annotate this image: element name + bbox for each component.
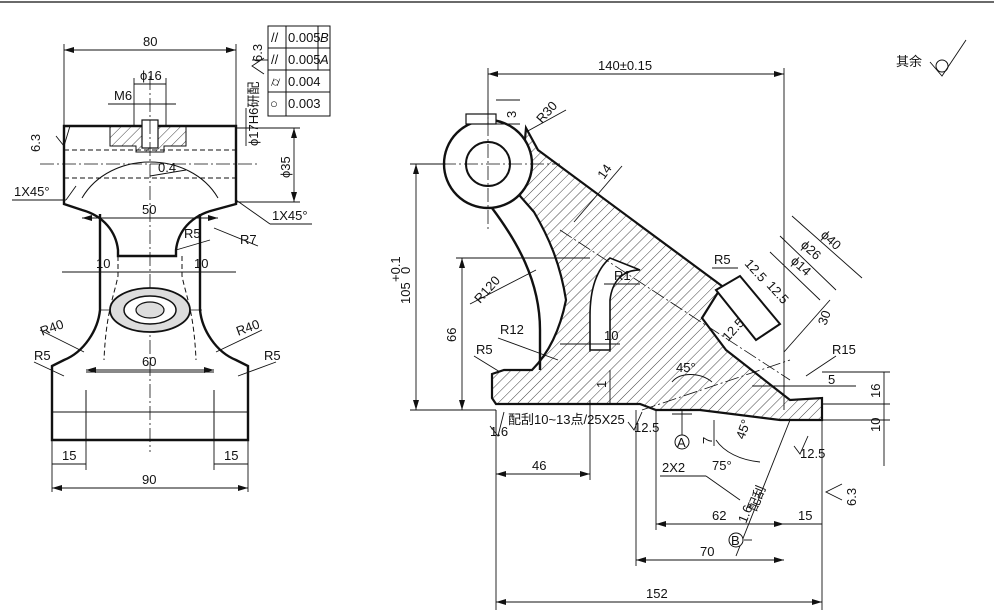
- tol-row2-symbol: //: [271, 52, 279, 67]
- front-dim-15-right: 15: [224, 448, 238, 463]
- side-roughness-16-a: 1.6: [490, 424, 508, 439]
- side-datum-a: A: [677, 435, 686, 450]
- side-roughness-125-a: 12.5: [742, 256, 770, 285]
- roughness-symbol-other: [929, 39, 967, 77]
- side-dim-16: 16: [868, 384, 883, 398]
- side-dim-10: 10: [604, 328, 618, 343]
- front-dim-80: 80: [143, 34, 157, 49]
- side-note-scrape: 配刮10~13点/25X25: [508, 412, 625, 427]
- side-roughness-125-b: 12.5: [764, 278, 792, 307]
- side-boss-end: [714, 274, 782, 342]
- side-other-surfaces: 其余: [896, 54, 922, 69]
- side-angle-75: 75°: [712, 458, 732, 473]
- tol-row3-value: 0.004: [288, 74, 321, 89]
- side-dim-14: 14: [594, 161, 615, 181]
- side-datum-b: B: [731, 533, 740, 548]
- front-chamfer-left: 1X45°: [14, 184, 50, 199]
- side-dim-105-tol-lower: 0: [398, 267, 413, 274]
- front-dim-10-left: 10: [96, 256, 110, 271]
- side-chamfer-2x2: 2X2: [662, 460, 685, 475]
- side-roughness-125-d: 12.5: [634, 420, 659, 435]
- front-head-outline: [62, 124, 238, 258]
- side-dim-5: 5: [828, 372, 835, 387]
- tol-row4-value: 0.003: [288, 96, 321, 111]
- side-radius-r30: R30: [533, 98, 560, 126]
- side-dim-140: 140±0.15: [598, 58, 652, 73]
- tol-row1-symbol: //: [271, 30, 279, 45]
- front-dim-m6: M6: [114, 88, 132, 103]
- side-eye-key: [465, 113, 497, 125]
- side-section-body: [490, 124, 824, 422]
- side-angle-45-b: 45°: [733, 417, 754, 441]
- front-radius-r7: R7: [240, 232, 257, 247]
- side-roughness-16-b: 1.6: [735, 503, 756, 525]
- side-dim-30: 30: [815, 308, 834, 327]
- side-dim-105: 105: [398, 282, 413, 304]
- front-fit-hole: ϕ17H6研配: [246, 82, 261, 146]
- tol-row4-symbol: ○: [270, 96, 278, 111]
- front-rib-hidden-right: [181, 256, 197, 361]
- tolerance-frame: // 0.005 B // 0.005 A ⌭ 0.004 ○ 0.003: [252, 25, 331, 117]
- tol-row2-value: 0.005: [288, 52, 321, 67]
- side-radius-r5-base: R5: [476, 342, 493, 357]
- tol-row2-datum: A: [319, 52, 329, 67]
- side-dim-7: 7: [700, 437, 715, 444]
- side-view: 140±0.15 3 R30 14 ϕ40 ϕ26 ϕ14 R5 12.5 12…: [388, 39, 967, 610]
- side-angle-45-a: 45°: [676, 360, 696, 375]
- side-radius-r5: R5: [714, 252, 731, 267]
- front-chamfer-right: 1X45°: [272, 208, 308, 223]
- front-head-arc: [81, 161, 219, 199]
- side-dim-15: 15: [798, 508, 812, 523]
- front-dim-phi16: ϕ16: [140, 68, 162, 83]
- side-arm-left-outline: [491, 207, 542, 370]
- side-radius-r15: R15: [832, 342, 856, 357]
- side-dim-62: 62: [712, 508, 726, 523]
- front-radius-r40-right: R40: [234, 316, 262, 338]
- side-radius-r1: R1: [614, 268, 631, 283]
- front-radius-r5-left: R5: [34, 348, 51, 363]
- front-roughness-63: 6.3: [28, 134, 43, 152]
- tol-row1-datum: B: [320, 30, 329, 45]
- front-boss-inner: [135, 301, 165, 319]
- front-dim-60: 60: [142, 354, 156, 369]
- tol-row1-value: 0.005: [288, 30, 321, 45]
- front-dim-phi35: ϕ35: [278, 156, 293, 178]
- side-dim-66: 66: [444, 328, 459, 342]
- side-dim-152: 152: [646, 586, 668, 601]
- tol-row3-symbol: ⌭: [271, 74, 281, 89]
- front-radius-r40-left: R40: [38, 316, 66, 338]
- side-dim-70: 70: [700, 544, 714, 559]
- front-view: 80 ϕ16 M6 6.3 1X45° 1X45° 0.4 50 R5 R7: [12, 34, 312, 492]
- side-dim-10-right: 10: [868, 418, 883, 432]
- front-radius-r5: R5: [184, 226, 201, 241]
- front-radius-r5-right: R5: [264, 348, 281, 363]
- side-dim-1: 1: [594, 381, 609, 388]
- front-dim-50: 50: [142, 202, 156, 217]
- side-roughness-125-e: 12.5: [800, 446, 825, 461]
- front-dim-90: 90: [142, 472, 156, 487]
- side-rib-cutout: [589, 257, 641, 351]
- side-dim-105-tol-upper: +0.1: [388, 256, 403, 282]
- side-dim-3: 3: [504, 111, 519, 118]
- front-dim-15-left: 15: [62, 448, 76, 463]
- side-dim-46: 46: [532, 458, 546, 473]
- front-dim-10-right: 10: [194, 256, 208, 271]
- front-rib-hidden-left: [103, 256, 119, 361]
- side-radius-r12: R12: [500, 322, 524, 337]
- side-roughness-63-right: 6.3: [844, 488, 859, 506]
- front-dim-04: 0.4: [158, 160, 176, 175]
- front-roughness-hole: 6.3: [250, 44, 265, 62]
